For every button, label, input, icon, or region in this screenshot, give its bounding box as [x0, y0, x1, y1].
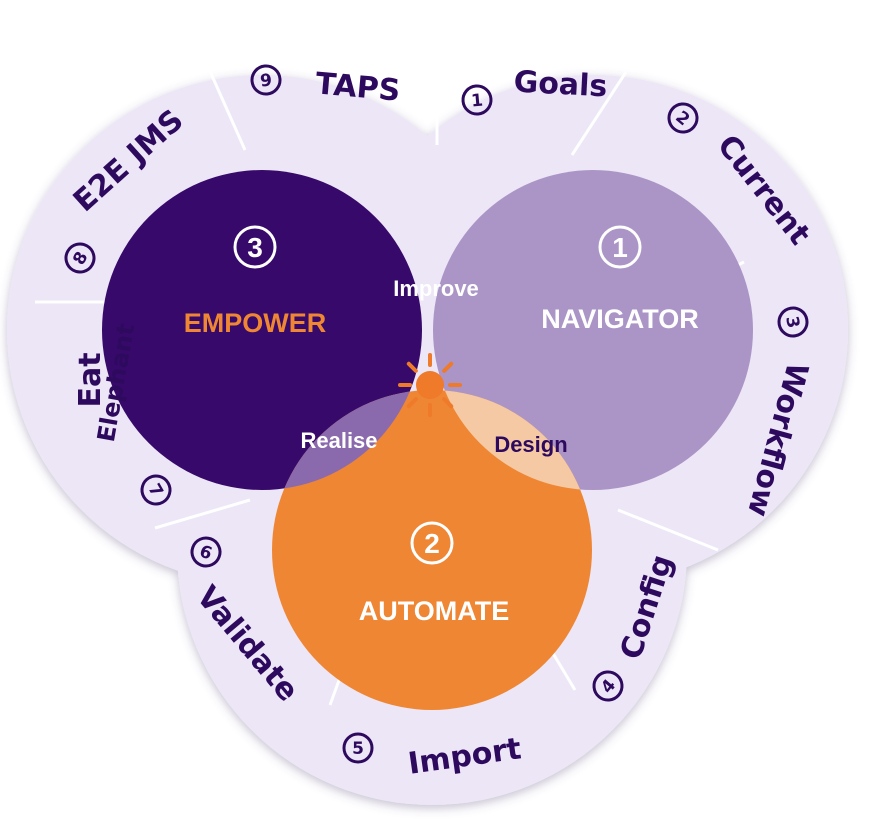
empower-title: EMPOWER	[184, 308, 327, 338]
segment-label-line1: Eat	[73, 352, 108, 407]
segment-divider	[203, 59, 247, 151]
segment-number: 9	[259, 71, 273, 92]
navigator-number-badge: 1	[598, 225, 642, 269]
segment-number: 3	[781, 315, 803, 330]
design-label: Design	[494, 432, 567, 457]
automate-title: AUTOMATE	[359, 596, 510, 626]
empower-circle[interactable]	[102, 170, 422, 490]
segment-number: 5	[352, 739, 364, 759]
svg-text:2: 2	[424, 528, 440, 559]
navigator-circle[interactable]	[433, 170, 753, 490]
automate-circle[interactable]	[272, 390, 592, 710]
realise-label: Realise	[300, 428, 377, 453]
segment-divider	[154, 498, 251, 530]
navigator-title: NAVIGATOR	[541, 304, 699, 334]
improve-label: Improve	[393, 276, 479, 301]
segment-goals[interactable]: 1 Goals	[461, 65, 608, 116]
segment-label: TAPS	[314, 66, 402, 108]
sun-ray	[406, 397, 418, 409]
sun-ray	[442, 397, 454, 409]
segment-divider	[570, 71, 628, 156]
svg-text:3: 3	[247, 232, 263, 263]
sun-core	[416, 371, 444, 399]
automate-number-badge: 2	[410, 521, 454, 565]
segment-taps[interactable]: 9 TAPS	[250, 64, 402, 109]
empower-number-badge: 3	[233, 225, 277, 269]
sun-icon	[398, 353, 462, 417]
segment-label: Goals	[513, 65, 608, 105]
sun-ray	[406, 361, 418, 373]
segment-number: 1	[470, 91, 484, 112]
sun-ray	[442, 361, 454, 373]
svg-text:1: 1	[612, 232, 628, 263]
segment-divider	[617, 508, 719, 552]
